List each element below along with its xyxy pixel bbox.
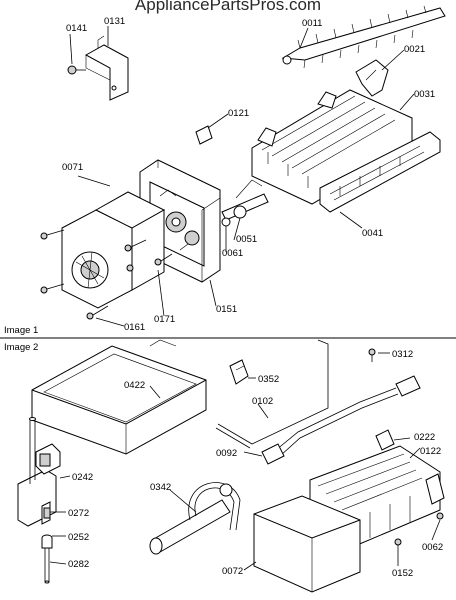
label-0242: 0242 <box>72 472 93 483</box>
label-0131: 0131 <box>104 16 125 27</box>
bracket-part <box>84 35 129 101</box>
label-0222: 0222 <box>414 432 435 443</box>
piece-0062-part <box>436 512 444 520</box>
section-title-image1: Image 1 <box>4 325 38 336</box>
label-0041: 0041 <box>362 228 383 239</box>
fill-cup-part <box>149 482 241 555</box>
arm-part <box>355 59 389 97</box>
leader-lines-image1 <box>69 26 415 327</box>
water-valve-part <box>17 417 61 527</box>
label-0071: 0071 <box>62 162 83 173</box>
screw-part <box>67 65 86 75</box>
watermark: AppliancePartsPros.com <box>135 0 321 14</box>
label-0141: 0141 <box>66 23 87 34</box>
label-0062: 0062 <box>422 542 443 553</box>
motor-cover-part <box>61 191 166 309</box>
screws-left-part <box>40 229 173 320</box>
label-0102: 0102 <box>252 396 273 407</box>
fill-tube-part <box>215 339 329 449</box>
label-0352: 0352 <box>258 374 279 385</box>
label-0122: 0122 <box>420 446 441 457</box>
label-0072: 0072 <box>222 566 243 577</box>
label-0051: 0051 <box>236 234 257 245</box>
wire-harness-part <box>261 375 421 465</box>
label-0422: 0422 <box>124 380 145 391</box>
label-0252: 0252 <box>68 532 89 543</box>
label-0282: 0282 <box>68 559 89 570</box>
clip2-part <box>229 359 249 385</box>
shaft-part <box>221 179 269 227</box>
label-0061: 0061 <box>222 248 243 259</box>
screw2-part <box>368 348 376 362</box>
sensor-part <box>375 429 395 451</box>
label-0161: 0161 <box>124 322 145 333</box>
label-0011: 0011 <box>302 18 322 29</box>
label-0272: 0272 <box>68 508 89 519</box>
heater-part <box>319 131 441 213</box>
label-0312: 0312 <box>392 349 413 360</box>
label-0092: 0092 <box>216 448 237 459</box>
section-title-image2: Image 2 <box>4 342 38 353</box>
leader-lines-image2 <box>49 352 441 571</box>
front-cover-part <box>253 495 361 593</box>
label-0121: 0121 <box>228 108 249 119</box>
fittings-part <box>41 507 53 584</box>
ice-bin-part <box>31 339 207 455</box>
screw3-part <box>394 538 402 556</box>
ejector-part <box>281 5 446 69</box>
label-0031: 0031 <box>414 89 435 100</box>
label-0021: 0021 <box>404 44 425 55</box>
clip-part <box>195 125 213 145</box>
label-0342: 0342 <box>150 482 171 493</box>
label-0171: 0171 <box>154 314 175 325</box>
label-0151: 0151 <box>216 304 237 315</box>
label-0152: 0152 <box>392 568 413 579</box>
